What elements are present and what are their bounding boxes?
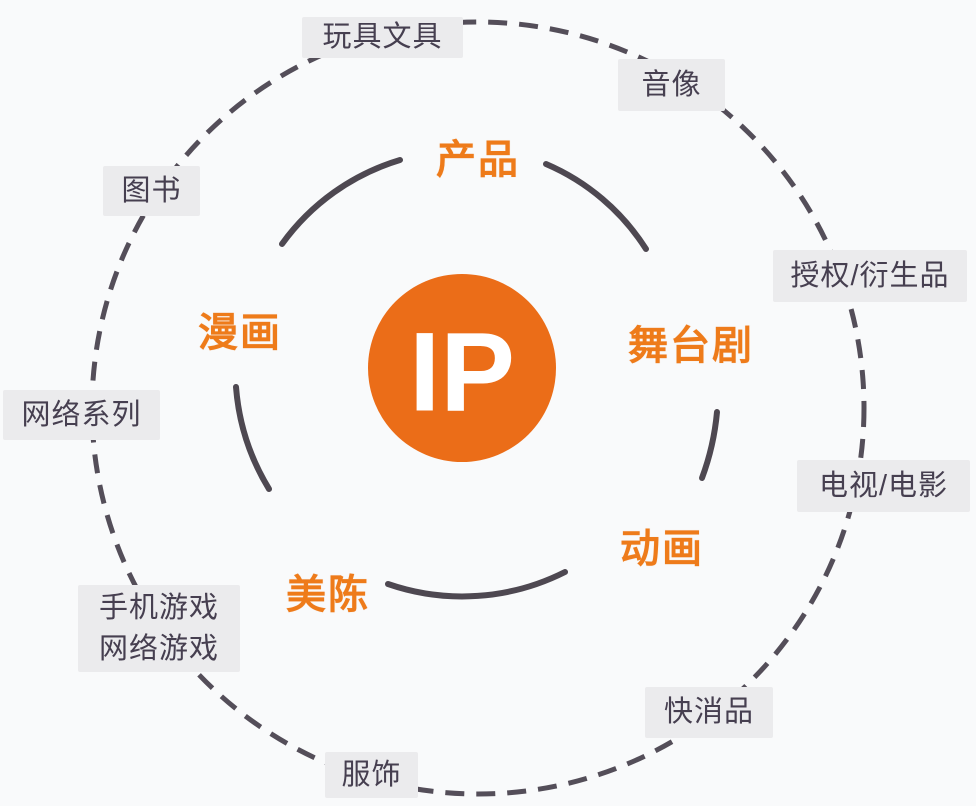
inner-label-product: 产品 <box>436 138 520 182</box>
outer-box-tv-movies: 电视/电影 <box>797 460 970 512</box>
inner-label-art-display: 美陈 <box>286 573 370 617</box>
arc-left <box>233 384 272 492</box>
inner-label-animation: 动画 <box>620 527 704 571</box>
outer-box-label: 网络系列 <box>21 398 142 431</box>
inner-ring-arcs <box>233 157 720 600</box>
center-ip-label: IP <box>409 310 515 435</box>
inner-label-comics: 漫画 <box>198 311 282 355</box>
arc-top-right <box>543 161 649 252</box>
arc-top-left <box>279 157 403 247</box>
inner-label-stage-play: 舞台剧 <box>628 324 754 368</box>
center-ip-circle <box>368 274 556 462</box>
arc-bottom <box>385 569 568 600</box>
outer-box-games: 手机游戏 网络游戏 <box>78 585 240 672</box>
outer-box-label: 玩具文具 <box>322 21 443 54</box>
outer-box-label: 电视/电影 <box>818 469 949 502</box>
outer-box-apparel: 服饰 <box>325 752 418 798</box>
arc-right <box>699 409 720 481</box>
outer-box-books: 图书 <box>103 166 200 216</box>
outer-box-toys-stationery: 玩具文具 <box>302 17 463 58</box>
outer-box-label-line1: 手机游戏 <box>98 592 219 625</box>
outer-box-label: 图书 <box>121 174 182 207</box>
outer-box-web-series: 网络系列 <box>3 390 160 440</box>
outer-box-audio-video: 音像 <box>618 59 725 111</box>
outer-box-label: 授权/衍生品 <box>790 259 950 292</box>
outer-box-licensing-derivatives: 授权/衍生品 <box>773 250 967 302</box>
outer-box-label: 快消品 <box>663 696 754 729</box>
outer-box-fmcg: 快消品 <box>645 687 773 738</box>
outer-box-label: 音像 <box>641 68 702 101</box>
outer-box-label: 服饰 <box>341 758 402 791</box>
outer-box-label-line2: 网络游戏 <box>98 632 219 665</box>
